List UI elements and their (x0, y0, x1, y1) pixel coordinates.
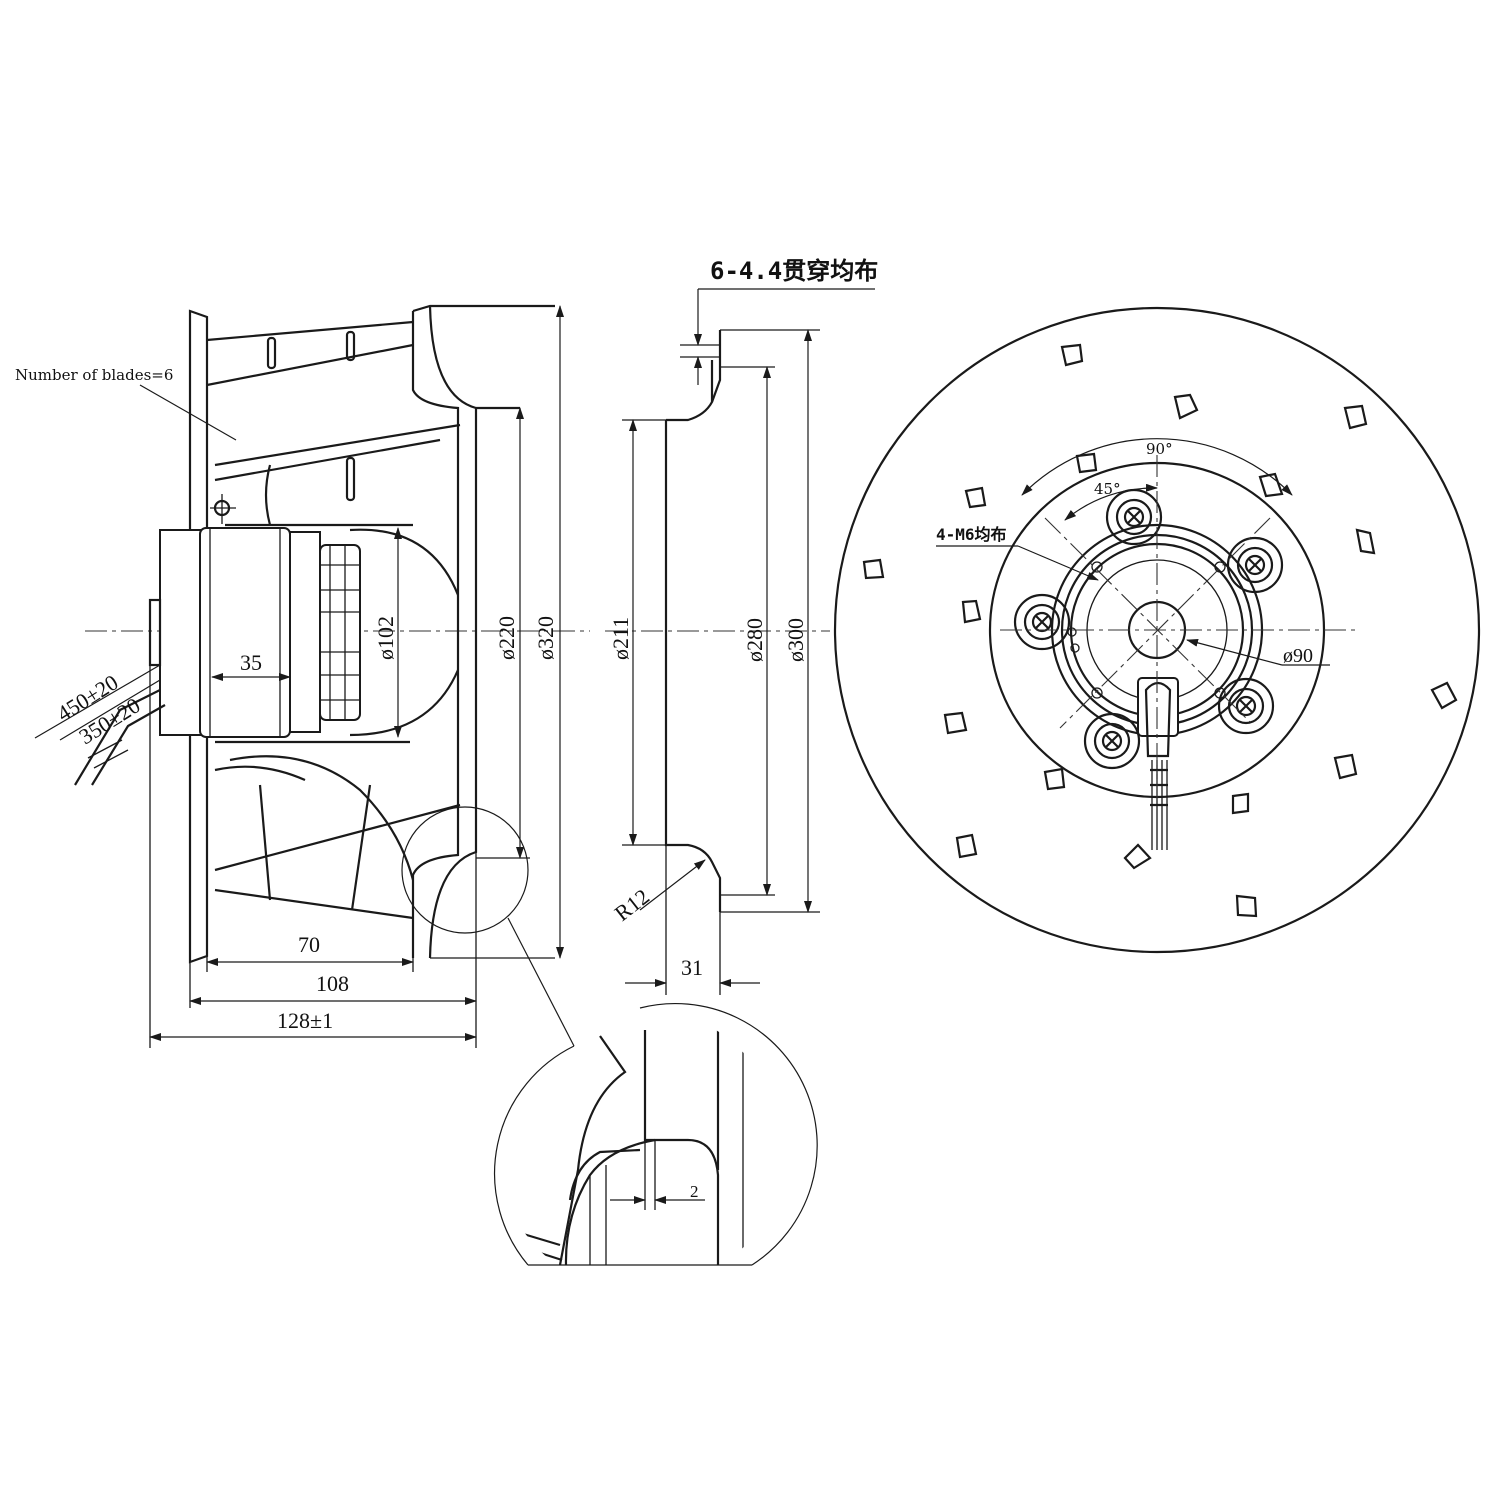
detail-circle-arc-left (493, 1045, 575, 1266)
dia-300: ø300 (783, 618, 808, 662)
blade-line (214, 803, 461, 872)
blade-line (258, 784, 272, 901)
cable-exit (1137, 677, 1179, 850)
m6-hole (1091, 561, 1103, 573)
blade-line (214, 438, 441, 482)
section-view: ø211 ø280 ø300 6-4.4贯穿均布 R12 31 (605, 257, 878, 995)
front-diag-2 (1059, 517, 1271, 729)
dia-211: ø211 (608, 617, 633, 660)
dia-280: ø280 (742, 618, 767, 662)
motor-body (199, 527, 291, 738)
angle-90: 90° (1146, 440, 1173, 458)
detail-view: 2 (493, 1003, 818, 1266)
hub-blade-curve (349, 528, 460, 596)
thread-label: 4-M6均布 (936, 525, 1007, 544)
radius-r12: R12 (610, 884, 654, 926)
blades-count-label: Number of blades=6 (15, 366, 173, 384)
dim-108: 108 (316, 971, 349, 996)
rotor-fins (319, 544, 361, 721)
shroud-top (412, 304, 555, 313)
dia-220: ø220 (494, 616, 519, 660)
dim-35: 35 (240, 650, 262, 675)
section-profile-top (666, 330, 722, 422)
radius-leader (639, 859, 706, 911)
dia-102: ø102 (373, 616, 398, 660)
detail-blade-edge (558, 1035, 627, 1266)
blade-curve (214, 765, 306, 782)
blade-curve (264, 464, 272, 526)
gap-value: 2 (690, 1182, 699, 1201)
blade-curve (229, 755, 415, 881)
front-view: 90° 45° 4-M6均布 ø90 (833, 306, 1481, 954)
blade-line (214, 888, 414, 920)
m6-hole (1214, 561, 1226, 573)
mounting-bosses (1013, 488, 1284, 770)
dim-31: 31 (681, 955, 703, 980)
motor-cap (159, 529, 207, 736)
section-profile-bottom (664, 420, 722, 912)
hub-blade-curve (349, 669, 460, 737)
outer-disc (833, 306, 1481, 954)
blade-rib (345, 456, 356, 502)
detail-callout-circle (401, 806, 529, 934)
blade-rib (345, 330, 356, 362)
thread-leader (1017, 545, 1099, 581)
detail-circle-arc-right (639, 1003, 818, 1266)
blade-line (206, 343, 414, 387)
shroud-profile (411, 311, 460, 958)
blade-line (350, 784, 372, 911)
dia-90-leader (1186, 638, 1283, 666)
detail-leader-line (507, 917, 575, 1047)
cable (74, 689, 166, 786)
dim-128: 128±1 (277, 1008, 333, 1033)
holes-label: 6-4.4贯穿均布 (710, 257, 878, 285)
motor-plug (148, 598, 162, 667)
dia-90: ø90 (1283, 645, 1313, 667)
angle-90-arc (1021, 438, 1293, 496)
detail-shroud (643, 1030, 720, 1265)
blade-rib (266, 336, 277, 370)
cable-dim-line-350 (59, 679, 161, 741)
detail-line (509, 1228, 561, 1247)
flange-pin (1067, 627, 1077, 637)
shroud-inner (428, 305, 478, 959)
cable-dim-line-450 (34, 664, 161, 739)
flange-pin (1070, 643, 1080, 653)
side-view: 450±20 350±20 Number of blades=6 35 ø102… (15, 304, 590, 1048)
blades-leader-line (139, 384, 237, 441)
dim-70: 70 (298, 932, 320, 957)
m6-hole (1214, 687, 1226, 699)
m6-hole (1091, 687, 1103, 699)
detail-line (568, 1148, 641, 1201)
blade-line (214, 423, 461, 467)
rotor-ring (289, 531, 321, 733)
blade-notches (862, 343, 1458, 918)
angle-45: 45° (1094, 480, 1121, 498)
blade-line (206, 320, 414, 342)
angle-45-arc (1064, 483, 1158, 521)
dia-320: ø320 (533, 616, 558, 660)
front-diag-1 (1044, 517, 1251, 723)
